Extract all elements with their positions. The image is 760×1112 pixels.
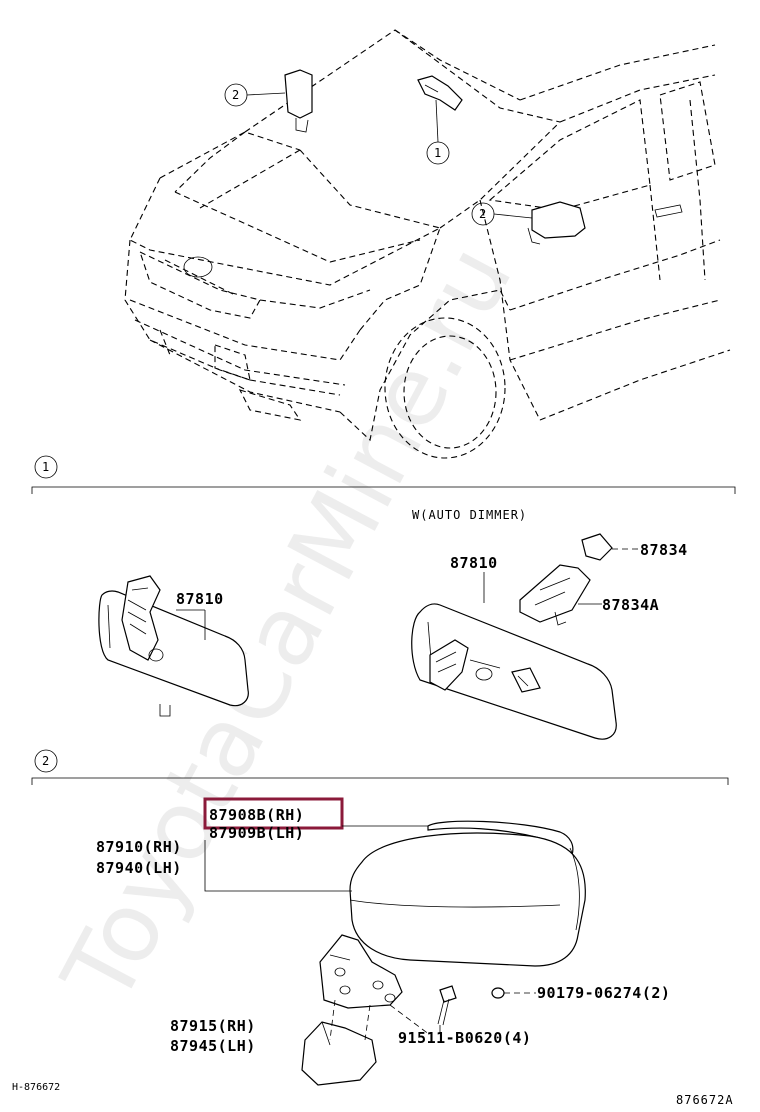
label-87834: 87834 — [612, 541, 688, 559]
inner-mirror-standard-drawing — [98, 575, 249, 717]
label-87909b: 87909B(LH) — [209, 824, 304, 842]
svg-text:87940(LH): 87940(LH) — [96, 859, 182, 877]
car-overview-drawing — [124, 29, 731, 459]
callout-2-inner-mirror: 2 — [224, 83, 286, 107]
svg-text:87945(LH): 87945(LH) — [170, 1037, 256, 1055]
svg-text:2: 2 — [42, 754, 49, 768]
svg-text:87834A: 87834A — [602, 596, 659, 614]
svg-text:1: 1 — [434, 146, 441, 160]
footer-left-code: H-876672 — [12, 1082, 60, 1093]
svg-text:2: 2 — [232, 88, 239, 102]
svg-text:87810: 87810 — [176, 590, 224, 608]
auto-dimmer-note: W(AUTO DIMMER) — [412, 508, 527, 522]
label-91511: 91511-B0620(4) — [398, 1025, 531, 1047]
label-87834a: 87834A — [578, 596, 659, 614]
label-87810-right: 87810 — [450, 554, 498, 603]
callout-1-mount: 1 — [426, 99, 450, 165]
svg-text:90179-06274(2): 90179-06274(2) — [537, 984, 670, 1002]
svg-text:1: 1 — [42, 460, 49, 474]
svg-text:87810: 87810 — [450, 554, 498, 572]
label-assembly: 87910(RH) 87940(LH) — [96, 838, 352, 892]
label-87810-left: 87810 — [176, 590, 224, 640]
highlight-border — [203, 797, 344, 830]
svg-text:87834: 87834 — [640, 541, 688, 559]
label-cover: 87915(RH) 87945(LH) — [170, 1017, 256, 1055]
footer-right-code: 876672A — [676, 1093, 734, 1107]
svg-text:87908B(RH): 87908B(RH) — [209, 806, 304, 824]
highlight-87908b-box[interactable]: 87908B(RH) — [203, 797, 344, 830]
callout-2-door-mirror: 2 — [471, 202, 533, 226]
label-90179: 90179-06274(2) — [504, 984, 670, 1002]
outer-mirror-drawing — [301, 820, 586, 1086]
svg-text:91511-B0620(4): 91511-B0620(4) — [398, 1029, 531, 1047]
inner-mirror-auto-dimmer-drawing — [411, 533, 617, 740]
svg-text:2: 2 — [479, 207, 486, 221]
svg-text:87910(RH): 87910(RH) — [96, 838, 182, 856]
section-1-header: 1 — [31, 455, 736, 494]
svg-text:87915(RH): 87915(RH) — [170, 1017, 256, 1035]
section-2-header: 2 — [31, 749, 729, 785]
